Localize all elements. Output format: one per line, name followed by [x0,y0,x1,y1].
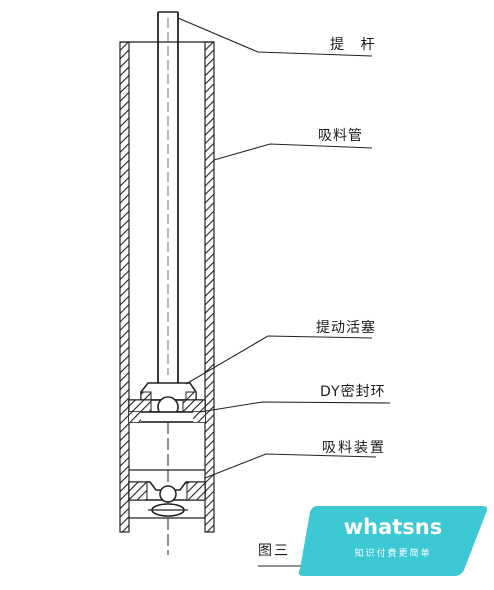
watermark-subtitle: 知识付费更简单 [354,549,432,559]
suction-tube [119,41,215,533]
watermark-logo: whatsns 知识付费更简单 [296,502,490,578]
label-intake-device: 吸料装置 [322,440,386,456]
lift-rod [157,11,179,383]
watermark-title: whatsns [343,515,443,539]
label-dy-seal-ring: DY密封环 [320,384,386,400]
label-lift-piston: 提动活塞 [316,320,376,336]
figure-caption: 图三 [258,543,290,559]
label-lift-rod: 提 杆 [330,37,381,53]
watermark-badge-icon [298,506,488,576]
intake-device [128,469,206,519]
label-suction-tube: 吸料管 [318,128,363,144]
dy-seal-ring [128,411,206,423]
leader-lines [177,17,391,567]
